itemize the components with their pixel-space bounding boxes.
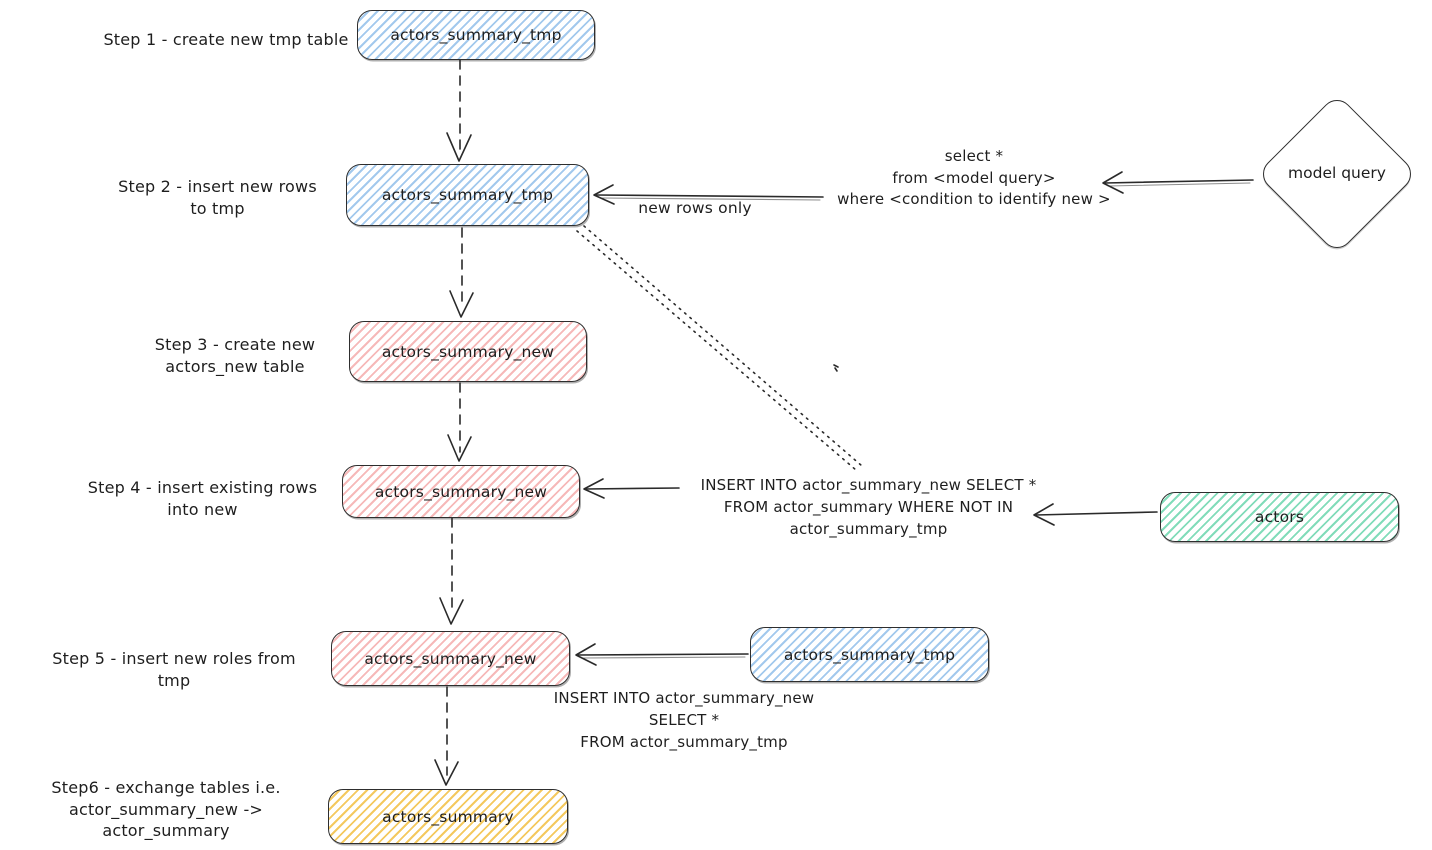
arrow-step4-to-step5 bbox=[439, 517, 464, 625]
node-actors-table: actors bbox=[1160, 492, 1399, 542]
step5-sql-text: INSERT INTO actor_summary_new SELECT * F… bbox=[534, 687, 834, 753]
node-step3-actors-summary-new: actors_summary_new bbox=[349, 321, 587, 382]
sql-line: SELECT * bbox=[648, 711, 720, 729]
step4-label: Step 4 - insert existing rows into new bbox=[84, 477, 321, 520]
sql-line: actor_summary_tmp bbox=[789, 520, 948, 538]
step4-label-line1: Step 4 - insert existing rows bbox=[87, 478, 318, 497]
node-label: actors_summary_tmp bbox=[381, 186, 554, 204]
step3-label: Step 3 - create new actors_new table bbox=[110, 334, 360, 377]
sql-line: FROM actor_summary_tmp bbox=[580, 733, 788, 751]
node-label: actors_summary bbox=[382, 807, 514, 826]
sql-line: from <model query> bbox=[892, 168, 1056, 187]
step2-label-line2: to tmp bbox=[190, 198, 245, 218]
arrow-tmp-to-step5-box bbox=[575, 643, 749, 666]
node-step2-actors-summary-tmp: actors_summary_tmp bbox=[346, 164, 589, 226]
step6-label-line2: actor_summary_new -> actor_summary bbox=[68, 799, 264, 841]
step5-label: Step 5 - insert new roles from tmp bbox=[52, 649, 296, 690]
new-rows-only-label: new rows only bbox=[638, 199, 752, 217]
node-label: actors_summary_tmp bbox=[783, 645, 956, 664]
dotted-link-step2-to-step4-sql bbox=[576, 225, 863, 471]
arrow-step3-to-step4 bbox=[447, 382, 472, 462]
sql-line: INSERT INTO actor_summary_new bbox=[553, 689, 815, 707]
node-step5-actors-summary-new: actors_summary_new bbox=[331, 631, 570, 686]
arrow-sql-to-step4-box bbox=[583, 478, 680, 499]
node-label: actors bbox=[1254, 508, 1305, 526]
node-step1-actors-summary-tmp: actors_summary_tmp bbox=[357, 10, 595, 60]
sql-line: FROM actor_summary WHERE NOT IN bbox=[723, 498, 1014, 516]
arrow-step5-to-step6 bbox=[434, 686, 459, 786]
stray-mark bbox=[833, 364, 839, 372]
step6-label-line1: Step6 - exchange tables i.e. bbox=[51, 778, 281, 797]
sql-line: INSERT INTO actor_summary_new SELECT * bbox=[700, 476, 1037, 494]
node-step4-actors-summary-new: actors_summary_new bbox=[342, 465, 580, 518]
step2-label: Step 2 - insert new rows to tmp bbox=[100, 176, 335, 219]
step1-label: Step 1 - create new tmp table bbox=[103, 30, 349, 49]
node-label: actors_summary_tmp bbox=[390, 26, 562, 44]
node-label: actors_summary_new bbox=[374, 482, 548, 501]
step4-label-line2: into new bbox=[167, 499, 238, 519]
sql-line: select * bbox=[944, 147, 1004, 165]
step3-label-line2: actors_new table bbox=[165, 356, 305, 376]
node-label: actors_summary_new bbox=[364, 649, 537, 668]
arrow-model-query-to-sql bbox=[1102, 171, 1254, 194]
node-step6-actors-summary: actors_summary bbox=[328, 789, 568, 844]
model-query-label: model query bbox=[1288, 164, 1386, 182]
step6-label: Step6 - exchange tables i.e. actor_summa… bbox=[10, 777, 322, 842]
step4-sql-text: INSERT INTO actor_summary_new SELECT * F… bbox=[676, 474, 1061, 540]
node-label: actors_summary_new bbox=[381, 342, 555, 361]
arrow-step2-to-step3 bbox=[449, 227, 474, 318]
step3-label-line1: Step 3 - create new bbox=[154, 335, 316, 354]
sql-line: where <condition to identify new > bbox=[837, 190, 1111, 208]
model-query-sql-text: select * from <model query> where <condi… bbox=[828, 146, 1120, 211]
step2-label-line1: Step 2 - insert new rows bbox=[118, 177, 317, 196]
arrow-step1-to-step2 bbox=[446, 59, 472, 162]
node-step5-source-actors-summary-tmp: actors_summary_tmp bbox=[750, 627, 989, 682]
